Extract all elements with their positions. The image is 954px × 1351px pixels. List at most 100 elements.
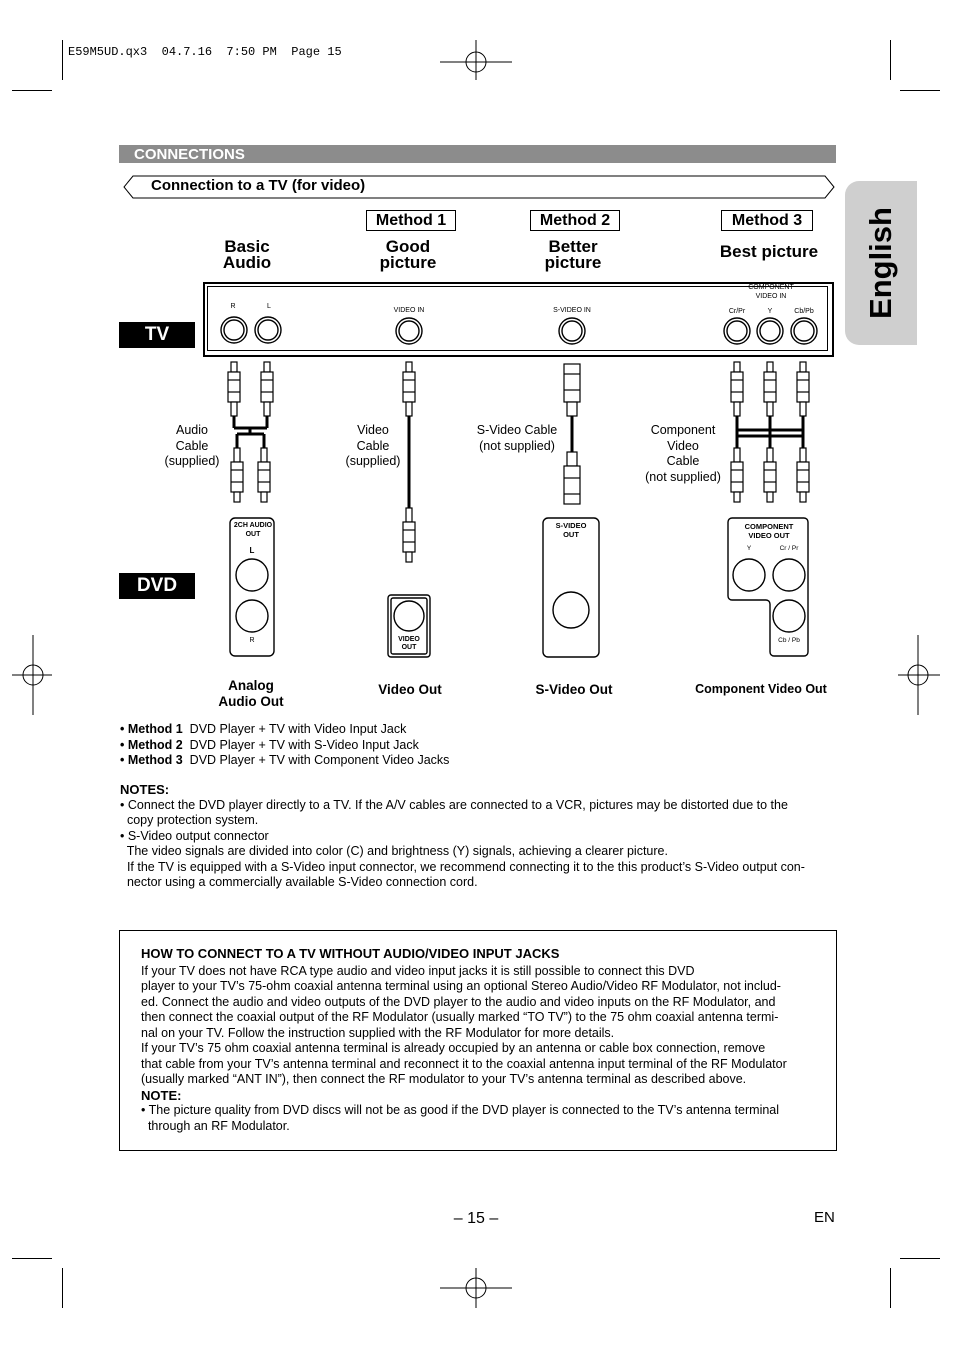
audio-cable-line2: Cable [175, 438, 209, 453]
dvd-component-out-panel [727, 517, 809, 657]
file-header: E59M5UD.qx3 04.7.16 7:50 PM Page 15 [68, 45, 342, 59]
notes-line: • S-Video output connector [120, 828, 269, 843]
rf-box-line: If your TV does not have RCA type audio … [141, 963, 695, 978]
dvd-audio-out-panel [229, 517, 275, 657]
dvd-video-out-line2: OUT [401, 644, 417, 651]
component-cable-line4: (not supplied) [645, 469, 721, 484]
dvd-video-out-label: VIDEO OUT [391, 636, 427, 652]
svideo-out-label: S-Video Out [535, 682, 613, 697]
method-list-item-text: DVD Player + TV with Component Video Jac… [189, 753, 450, 767]
language-tab: English [845, 181, 917, 345]
quality-better-line1: Better [548, 237, 598, 256]
notes-line: • Connect the DVD player directly to a T… [120, 797, 788, 812]
rf-box-heading: HOW TO CONNECT TO A TV WITHOUT AUDIO/VID… [141, 946, 560, 961]
tv-jack-label-cb: Cb/Pb [794, 308, 814, 315]
dvd-component-y-label: Y [746, 545, 752, 552]
language-code: EN [814, 1209, 835, 1226]
tv-jack-label-l: L [267, 303, 271, 310]
dvd-video-out-panel [387, 594, 431, 658]
tv-audio-jacks [220, 316, 282, 344]
dvd-component-out-line2: VIDEO OUT [748, 531, 790, 540]
video-cable-label: Video Cable (supplied) [341, 423, 405, 470]
section-title: CONNECTIONS [134, 146, 245, 163]
method-list-item-text: DVD Player + TV with S-Video Input Jack [189, 737, 419, 752]
rf-box-line: nal on your TV. Follow the instruction s… [141, 1025, 615, 1040]
dvd-svideo-out-line1: S-VIDEO [555, 521, 587, 530]
dvd-svideo-out-line2: OUT [563, 530, 579, 539]
dvd-audio-out-line1: 2CH AUDIO [233, 522, 273, 529]
tv-jack-label-component: COMPONENT VIDEO IN [736, 283, 806, 301]
method-list-item-label: • Method 3 [120, 753, 183, 767]
notes-section: NOTES: • Connect the DVD player directly… [120, 782, 836, 891]
tv-jack-label-svideo-in: S-VIDEO IN [553, 307, 591, 314]
rf-modulator-content: HOW TO CONNECT TO A TV WITHOUT AUDIO/VID… [141, 946, 831, 1134]
rf-box-line: ed. Connect the audio and video outputs … [141, 994, 776, 1009]
analog-line1: Analog [228, 678, 274, 693]
dvd-component-cb-label: Cb / Pb [778, 637, 800, 644]
rf-box-note-line: through an RF Modulator. [141, 1118, 290, 1133]
tv-component-line2: VIDEO IN [755, 293, 787, 300]
quality-good-line1: Good [385, 237, 431, 256]
tv-svideo-jack [558, 317, 586, 345]
dvd-tag: DVD [119, 573, 195, 599]
method-list-item: • Method 2 DVD Player + TV with S-Video … [120, 738, 449, 754]
component-cable-line2: Video [667, 438, 699, 453]
notes-line: The video signals are divided into color… [120, 844, 668, 858]
rf-box-line: If your TV’s 75 ohm coaxial antenna term… [141, 1041, 766, 1055]
dvd-svideo-out-label: S-VIDEO OUT [545, 521, 597, 539]
component-cable-label: Component Video Cable (not supplied) [639, 423, 727, 485]
rf-box-line: then connect the coaxial output of the R… [141, 1010, 779, 1024]
component-cable-line3: Cable [666, 454, 700, 468]
tv-component-jacks [723, 317, 818, 345]
rf-box-line: player to your TV’s 75-ohm coaxial anten… [141, 979, 781, 993]
tv-jack-label-y: Y [767, 308, 773, 315]
tv-jack-label-r: R [230, 303, 236, 310]
notes-line: copy protection system. [120, 813, 259, 827]
tv-video-jack [395, 317, 423, 345]
component-cable [730, 361, 810, 503]
dvd-audio-r-label: R [249, 637, 255, 644]
rf-box-line: that cable from your TV’s antenna termin… [141, 1056, 787, 1071]
video-cable-line3: (supplied) [345, 454, 401, 468]
tv-tag: TV [119, 322, 195, 348]
quality-better: Better picture [528, 237, 618, 271]
quality-basic-audio: Basic Audio [207, 238, 287, 272]
dvd-audio-l-label: L [249, 546, 255, 555]
dvd-component-cr-label: Cr / Pr [779, 545, 799, 552]
tv-jack-label-video-in: VIDEO IN [393, 307, 425, 314]
method-list-item-text: DVD Player + TV with Video Input Jack [189, 722, 407, 736]
quality-basic-line2: Audio [222, 253, 272, 272]
rf-box-line: (usually marked “ANT IN”), then connect … [141, 1072, 747, 1086]
dvd-video-out-line1: VIDEO [398, 636, 420, 643]
rf-box-note-heading: NOTE: [141, 1087, 182, 1103]
analog-audio-out-label: Analog Audio Out [210, 678, 292, 710]
method-list-item: • Method 3 DVD Player + TV with Componen… [120, 753, 449, 769]
audio-cable [227, 361, 274, 503]
dvd-component-out-label: COMPONENT VIDEO OUT [732, 522, 806, 540]
quality-best: Best picture [719, 242, 819, 261]
tv-component-line1: COMPONENT [748, 284, 794, 291]
audio-cable-line1: Audio [176, 423, 208, 437]
subsection-title: Connection to a TV (for video) [151, 177, 366, 194]
component-cable-line1: Component [650, 423, 716, 437]
tv-jack-label-cr: Cr/Pr [728, 308, 746, 315]
video-cable [402, 361, 416, 563]
notes-line: If the TV is equipped with a S-Video inp… [120, 859, 805, 874]
audio-cable-label: Audio Cable (supplied) [160, 423, 224, 470]
dvd-audio-out-label: 2CH AUDIO OUT [232, 521, 274, 539]
audio-cable-line3: (supplied) [164, 454, 220, 468]
video-out-label: Video Out [378, 682, 442, 697]
method-list-item-label: • Method 2 [120, 737, 183, 752]
quality-good-line2: picture [379, 253, 437, 272]
method-2-box: Method 2 [530, 210, 620, 231]
svideo-cable-label: S-Video Cable (not supplied) [470, 423, 564, 454]
svideo-cable-line1: S-Video Cable [476, 423, 558, 437]
notes-heading: NOTES: [120, 782, 170, 797]
rf-box-note-line: • The picture quality from DVD discs wil… [141, 1103, 780, 1117]
method-1-box: Method 1 [366, 210, 456, 231]
analog-line2: Audio Out [218, 694, 284, 709]
section-header-bar: CONNECTIONS [119, 145, 836, 163]
tv-rear-panel-inner [207, 286, 828, 351]
quality-good: Good picture [363, 237, 453, 272]
